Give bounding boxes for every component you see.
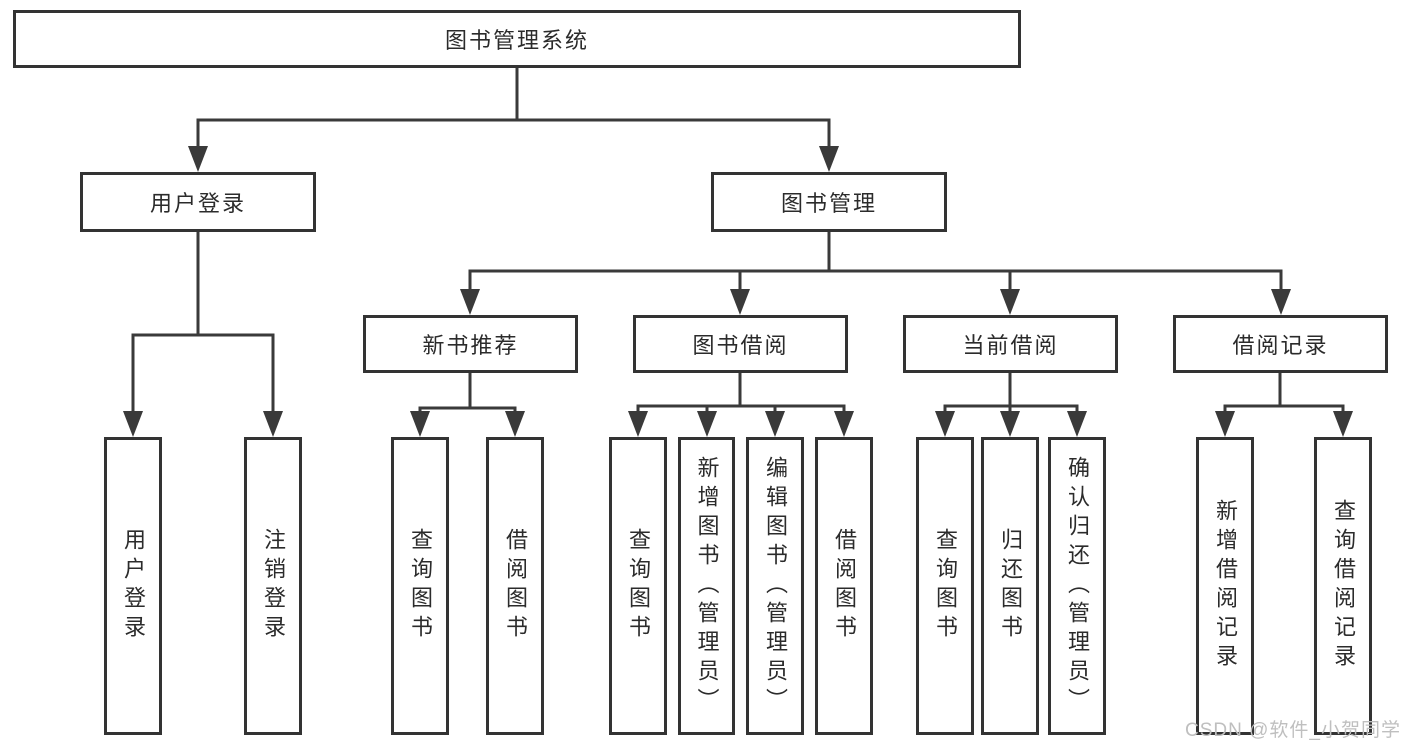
node-leaf-add-books-admin: 新增图书（管理员）: [678, 437, 735, 735]
node-leaf-query-books-current-label: 查询图书: [933, 528, 958, 644]
node-book-borrowing-label: 图书借阅: [692, 333, 789, 358]
node-leaf-borrow-books-recommend-label: 借阅图书: [503, 528, 528, 644]
node-root-label: 图书管理系统: [444, 28, 589, 53]
node-book-management: 图书管理: [711, 172, 947, 232]
node-leaf-logout: 注销登录: [244, 437, 302, 735]
csdn-watermark: CSDN @软件_小贺同学: [1185, 720, 1401, 741]
node-leaf-borrow-books-label: 借阅图书: [832, 528, 857, 644]
node-leaf-logout-label: 注销登录: [261, 528, 286, 644]
node-leaf-query-books-recommend-label: 查询图书: [408, 528, 433, 644]
node-leaf-query-borrow-record-label: 查询借阅记录: [1331, 499, 1356, 673]
node-new-book-recommend: 新书推荐: [363, 315, 578, 373]
node-borrowing-records-label: 借阅记录: [1232, 333, 1329, 358]
node-leaf-return-books-label: 归还图书: [998, 528, 1023, 644]
node-book-management-label: 图书管理: [780, 191, 877, 216]
node-leaf-confirm-return-admin: 确认归还（管理员）: [1048, 437, 1106, 735]
node-leaf-confirm-return-admin-label: 确认归还（管理员）: [1065, 455, 1090, 717]
node-root: 图书管理系统: [13, 10, 1021, 68]
node-leaf-query-books-borrowing-label: 查询图书: [626, 528, 651, 644]
node-leaf-user-login: 用户登录: [104, 437, 162, 735]
node-new-book-recommend-label: 新书推荐: [422, 333, 519, 358]
node-leaf-add-borrow-record-label: 新增借阅记录: [1213, 499, 1238, 673]
node-leaf-borrow-books: 借阅图书: [815, 437, 873, 735]
node-leaf-query-books-recommend: 查询图书: [391, 437, 449, 735]
node-leaf-borrow-books-recommend: 借阅图书: [486, 437, 544, 735]
node-leaf-return-books: 归还图书: [981, 437, 1039, 735]
node-user-login-label: 用户登录: [149, 191, 246, 216]
node-current-borrowing-label: 当前借阅: [962, 333, 1059, 358]
node-user-login: 用户登录: [80, 172, 316, 232]
node-leaf-add-borrow-record: 新增借阅记录: [1196, 437, 1254, 735]
node-leaf-add-books-admin-label: 新增图书（管理员）: [694, 455, 720, 717]
node-book-borrowing: 图书借阅: [633, 315, 848, 373]
node-current-borrowing: 当前借阅: [903, 315, 1118, 373]
node-leaf-query-books-borrowing: 查询图书: [609, 437, 667, 735]
node-leaf-query-books-current: 查询图书: [916, 437, 974, 735]
node-leaf-edit-books-admin-label: 编辑图书（管理员）: [763, 455, 788, 717]
node-leaf-user-login-label: 用户登录: [121, 528, 146, 644]
node-borrowing-records: 借阅记录: [1173, 315, 1388, 373]
node-leaf-query-borrow-record: 查询借阅记录: [1314, 437, 1372, 735]
node-leaf-edit-books-admin: 编辑图书（管理员）: [746, 437, 804, 735]
